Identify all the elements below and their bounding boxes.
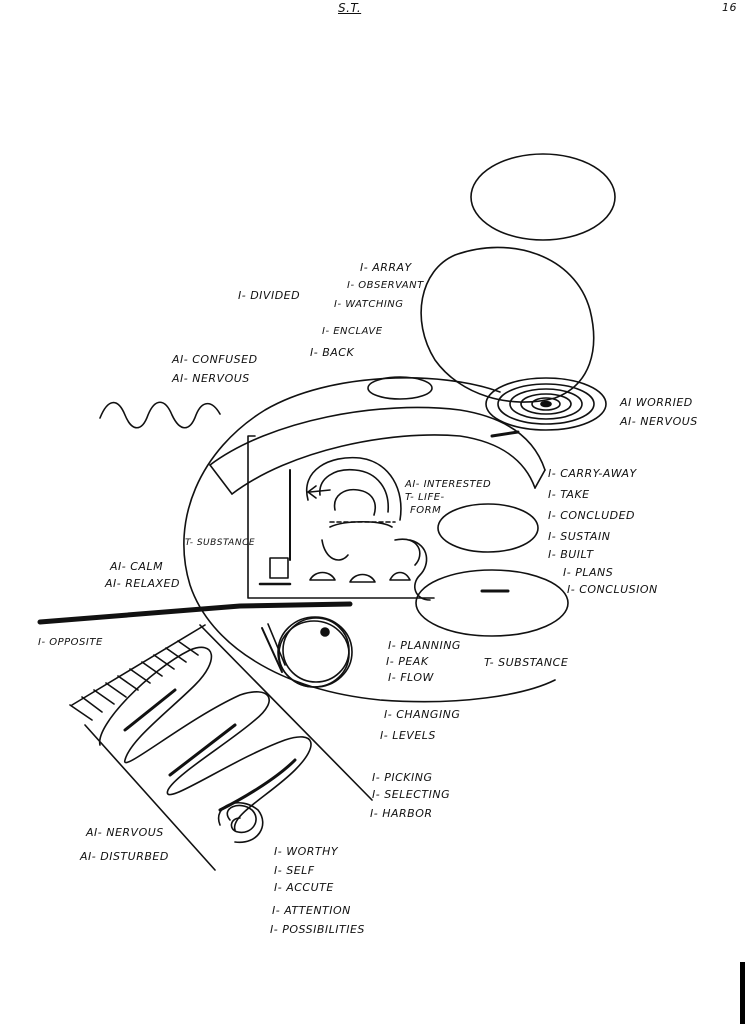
- small-ellipse-top: [367, 376, 433, 400]
- label-ai-nervous-left: AI- NERVOUS: [172, 372, 250, 385]
- label-planning: I- PLANNING: [388, 639, 461, 652]
- label-take: I- TAKE: [548, 488, 590, 501]
- top-ellipse: [470, 153, 616, 241]
- label-self: I- SELF: [274, 864, 315, 877]
- wavy-line: [99, 401, 221, 429]
- scribble-circle: [261, 616, 353, 688]
- label-back: I- BACK: [310, 346, 355, 359]
- label-carry-away: I- CARRY-AWAY: [548, 467, 637, 480]
- label-selecting: I- SELECTING: [372, 788, 451, 801]
- thick-divider-line: [37, 601, 353, 625]
- label-ai-nervous-right: AI- NERVOUS: [620, 415, 698, 428]
- wavy-connector: [409, 539, 431, 601]
- scan-edge-bar: [740, 962, 745, 1024]
- label-divided: I- DIVIDED: [238, 289, 301, 302]
- serpentine-shape: [99, 646, 312, 831]
- label-possibilities: I- POSSIBILITIES: [270, 923, 365, 936]
- diagonal-band: [69, 624, 373, 871]
- label-ai-nervous-bottom: AI- NERVOUS: [86, 826, 164, 839]
- label-built: I- BUILT: [548, 548, 594, 561]
- label-ai-worried: AI WORRIED: [620, 396, 693, 409]
- label-levels: I- LEVELS: [380, 729, 436, 742]
- label-t-life: T- LIFE-: [405, 492, 445, 503]
- label-ai-confused: AI- CONFUSED: [172, 353, 258, 366]
- label-attention: I- ATTENTION: [272, 904, 351, 917]
- label-form: FORM: [410, 505, 442, 516]
- curved-band: [209, 406, 546, 495]
- label-flow: I- FLOW: [388, 671, 434, 684]
- label-array: I- ARRAY: [360, 261, 412, 274]
- label-ai-relaxed: AI- RELAXED: [105, 577, 180, 590]
- label-sustain: I- SUSTAIN: [548, 530, 611, 543]
- label-concluded: I- CONCLUDED: [548, 509, 636, 522]
- label-ai-interested: AI- INTERESTED: [405, 479, 492, 490]
- label-opposite: I- OPPOSITE: [38, 637, 103, 648]
- label-ai-disturbed: AI- DISTURBED: [80, 850, 169, 863]
- label-t-substance-inner: T- SUBSTANCE: [185, 538, 256, 548]
- page-title: S.T.: [338, 1, 362, 15]
- label-ai-calm: AI- CALM: [110, 560, 164, 573]
- lower-right-ellipse: [415, 569, 569, 637]
- label-t-substance-right: T- SUBSTANCE: [484, 656, 569, 669]
- inner-figure: [258, 456, 421, 586]
- label-observant: I- OBSERVANT: [347, 280, 424, 291]
- spiral-lower: [217, 801, 264, 843]
- mid-right-ellipse: [437, 503, 539, 553]
- label-peak: I- PEAK: [386, 655, 429, 668]
- upper-large-ellipse: [420, 246, 595, 403]
- label-conclusion: I- CONCLUSION: [567, 583, 658, 596]
- page-number: 16: [722, 1, 737, 14]
- label-picking: I- PICKING: [372, 771, 433, 784]
- label-watching: I- WATCHING: [334, 299, 404, 310]
- spiral-worried: [485, 377, 607, 431]
- label-changing: I- CHANGING: [384, 708, 461, 721]
- label-enclave: I- ENCLAVE: [322, 326, 383, 337]
- label-worthy: I- WORTHY: [274, 845, 339, 858]
- label-accute: I- ACCUTE: [274, 881, 334, 894]
- label-harbor: I- HARBOR: [370, 807, 433, 820]
- main-circle: [183, 377, 556, 703]
- inner-rectangle: [247, 435, 435, 599]
- band-mark: [490, 430, 520, 438]
- label-plans: I- PLANS: [563, 566, 614, 579]
